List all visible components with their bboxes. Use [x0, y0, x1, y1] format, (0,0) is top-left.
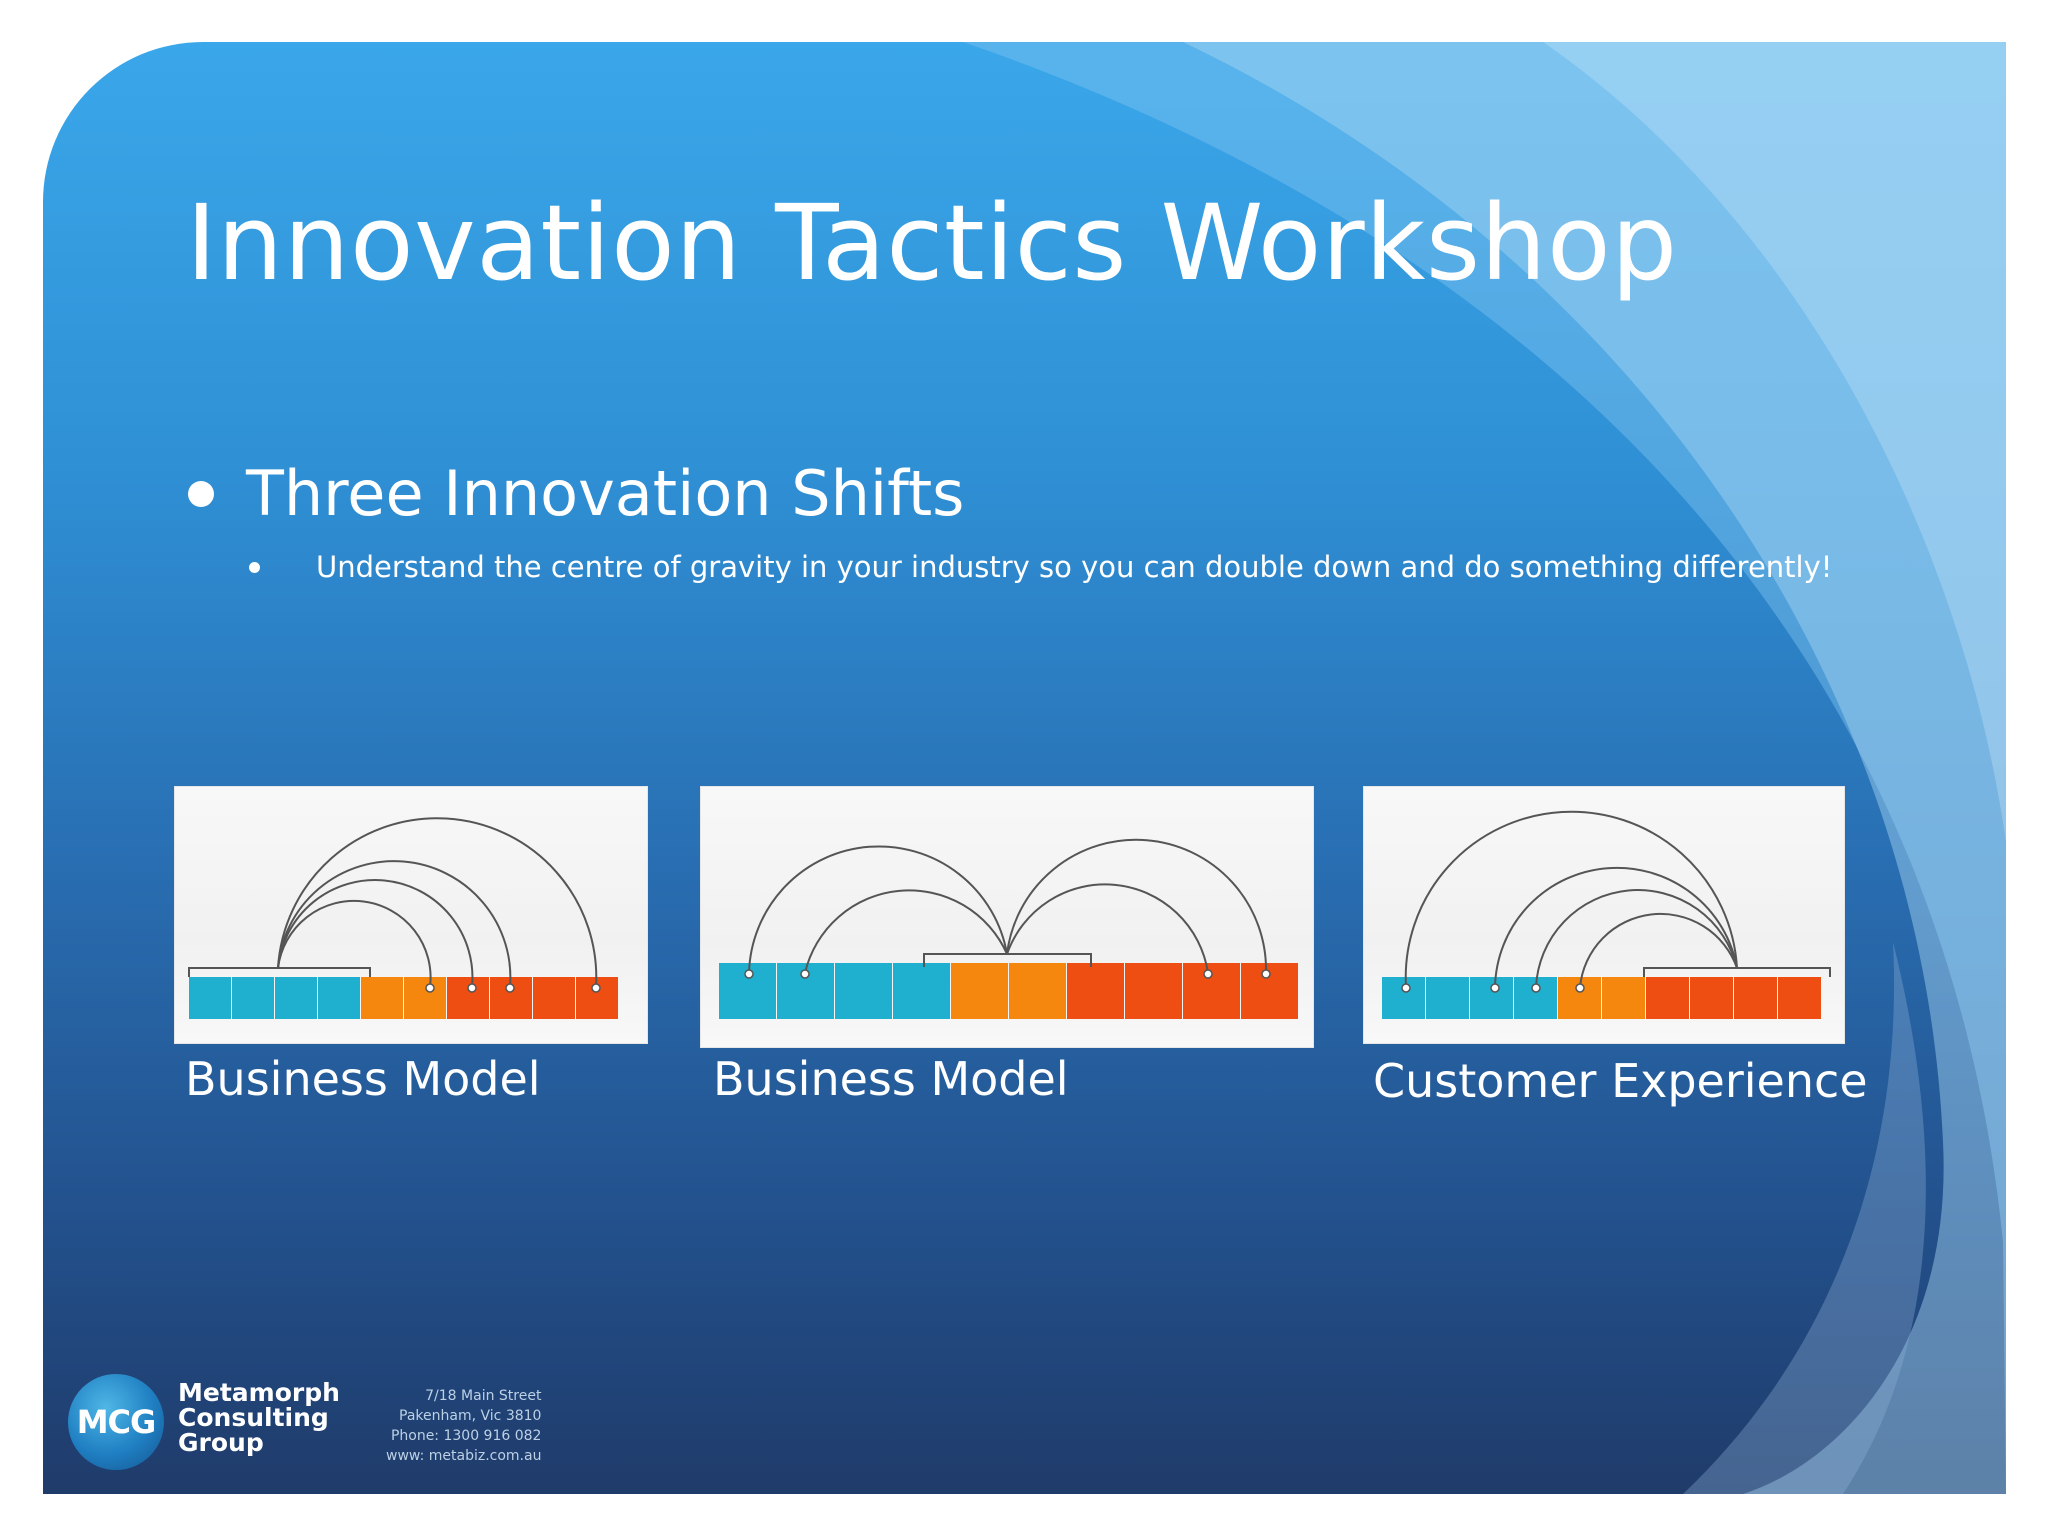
address-line: Pakenham, Vic 3810 [399, 1408, 542, 1424]
panel-caption: Customer Experience [1373, 1054, 1868, 1108]
block-teal [835, 963, 892, 1019]
diagram-panel-business-model-1 [174, 786, 648, 1044]
block-teal [1382, 977, 1425, 1019]
block-red [1690, 977, 1733, 1019]
block-red [1734, 977, 1777, 1019]
background-swoosh [963, 42, 2006, 1494]
company-name: Metamorph Consulting Group [178, 1380, 340, 1455]
address-line: www: metabiz.com.au [386, 1448, 542, 1464]
mcg-badge-icon: MCG [68, 1374, 164, 1470]
address-line: 7/18 Main Street [425, 1388, 542, 1404]
block-red [1778, 977, 1821, 1019]
sub-bullet-item: Understand the centre of gravity in your… [249, 550, 1832, 584]
block-orange [1602, 977, 1645, 1019]
block-orange [361, 977, 403, 1019]
company-logo: MCG Metamorph Consulting Group 7/18 Main… [68, 1364, 588, 1484]
block-teal [893, 963, 950, 1019]
bullet-dot-icon [249, 561, 260, 573]
block-teal [232, 977, 274, 1019]
address-line: Phone: 1300 916 082 [390, 1428, 542, 1444]
bullet-dot-icon [188, 480, 214, 507]
company-name-line: Consulting [178, 1403, 329, 1432]
block-teal [275, 977, 317, 1019]
panel-caption: Business Model [185, 1052, 541, 1106]
company-name-line: Group [178, 1428, 264, 1457]
block-red [533, 977, 575, 1019]
block-orange [1009, 963, 1066, 1019]
block-red [1646, 977, 1689, 1019]
bullet-text: Three Innovation Shifts [246, 457, 965, 530]
block-orange [404, 977, 446, 1019]
slide: Innovation Tactics Workshop Three Innova… [43, 42, 2006, 1494]
sub-bullet-text: Understand the centre of gravity in your… [316, 550, 1833, 584]
block-red [447, 977, 489, 1019]
block-red [1067, 963, 1124, 1019]
company-name-line: Metamorph [178, 1378, 340, 1407]
block-teal [189, 977, 231, 1019]
slide-title: Innovation Tactics Workshop [186, 182, 1678, 304]
block-orange [951, 963, 1008, 1019]
block-teal [318, 977, 360, 1019]
arc-diagram-2 [719, 838, 1298, 1019]
panel-caption: Business Model [713, 1052, 1069, 1106]
arc-diagram-3 [1382, 810, 1831, 1019]
block-red [1125, 963, 1182, 1019]
arc-diagram-1 [188, 817, 618, 1019]
block-teal [1426, 977, 1469, 1019]
diagram-panel-customer-experience [1363, 786, 1845, 1044]
diagram-panel-business-model-2 [700, 786, 1314, 1048]
bullet-item: Three Innovation Shifts [188, 457, 964, 530]
block-teal [1470, 977, 1513, 1019]
company-address: 7/18 Main Street Pakenham, Vic 3810 Phon… [386, 1386, 541, 1466]
